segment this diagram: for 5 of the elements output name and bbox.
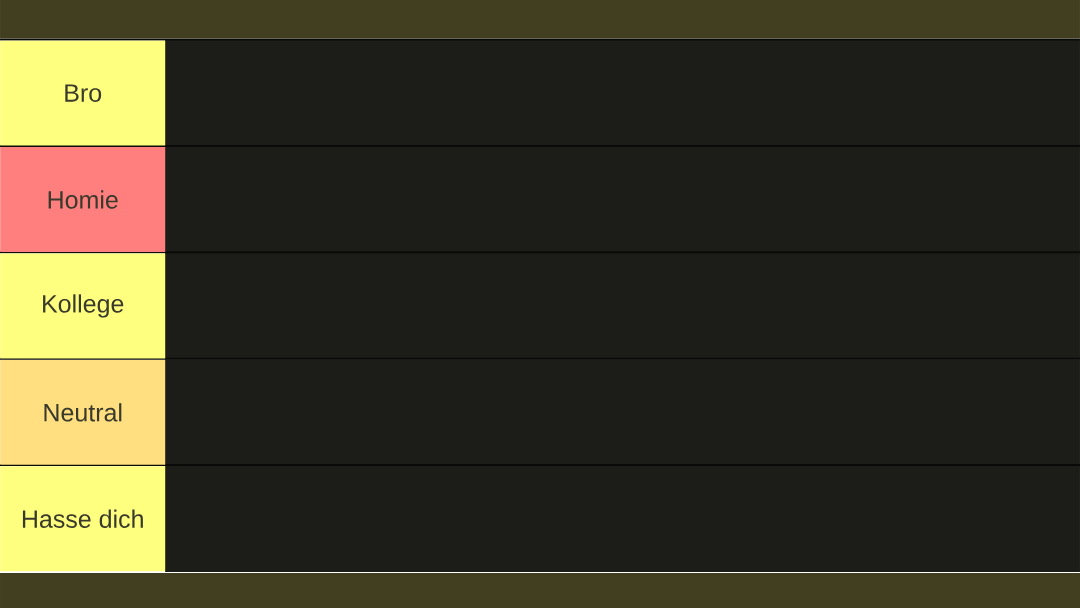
tier-label: Neutral — [0, 359, 166, 465]
tier-label: Bro — [0, 40, 166, 146]
tier-label: Kollege — [0, 253, 166, 359]
tier-label: Hasse dich — [0, 466, 166, 572]
tier-label: Homie — [0, 147, 166, 252]
